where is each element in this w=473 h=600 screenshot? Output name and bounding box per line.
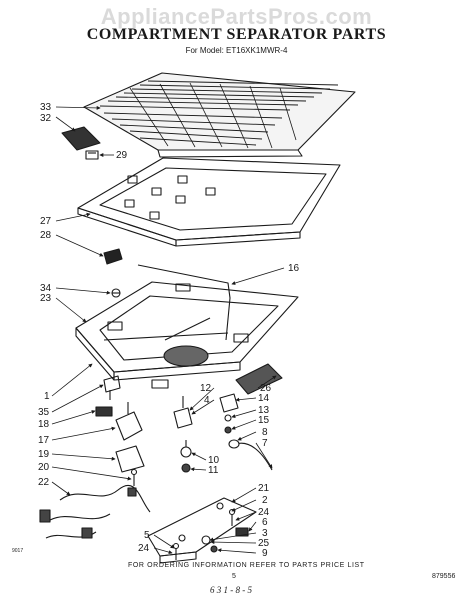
- callout-6: 6: [262, 517, 268, 528]
- part-18-switch: [95, 406, 113, 417]
- figure-code: 9017: [12, 548, 24, 554]
- part-14-light-socket: [219, 393, 239, 413]
- callout-3: 3: [262, 528, 268, 539]
- callout-29: 29: [116, 150, 128, 161]
- part-17-housing: [115, 402, 143, 441]
- callout-2: 2: [262, 495, 268, 506]
- callout-26: 26: [260, 383, 272, 394]
- callout-14: 14: [258, 393, 270, 404]
- part-9-nut: [210, 545, 218, 553]
- part-24-screw: [172, 542, 180, 560]
- date-mark: 6 3 1 - 8 - 5: [210, 585, 252, 595]
- part-23-separator-pan: [75, 281, 299, 389]
- part-22-wire-harness: [39, 484, 151, 539]
- callout-13: 13: [258, 405, 270, 416]
- callout-28: 28: [40, 230, 52, 241]
- callout-12: 12: [200, 383, 212, 394]
- callout-22: 22: [38, 477, 50, 488]
- part-19-control: [115, 445, 145, 473]
- callout-11: 11: [208, 465, 219, 476]
- callout-33: 33: [40, 102, 52, 113]
- part-6-connector: [235, 527, 249, 537]
- callout-8: 8: [262, 427, 268, 438]
- callout-24-lower: 24: [138, 543, 150, 554]
- part-29-clip: [85, 150, 99, 160]
- callout-34: 34: [40, 283, 52, 294]
- part-25-washer: [201, 535, 211, 545]
- callout-18: 18: [38, 419, 50, 430]
- callout-35: 35: [38, 407, 50, 418]
- part-24-screw-side: [228, 508, 236, 526]
- part-10-sensor: [180, 440, 192, 458]
- callout-20: 20: [38, 462, 50, 473]
- callout-23: 23: [40, 293, 52, 304]
- watermark-text: AppliancePartsPros.com: [100, 4, 373, 29]
- callout-10: 10: [208, 455, 220, 466]
- part-16-rod: [137, 264, 231, 341]
- callout-32: 32: [40, 113, 52, 124]
- callout-17: 17: [38, 435, 50, 446]
- part-34-screw: [111, 288, 121, 298]
- callout-19: 19: [38, 449, 50, 460]
- part-26-damper: [235, 363, 283, 395]
- callout-9: 9: [262, 548, 268, 559]
- part-27-separator-frame: [77, 157, 341, 247]
- part-11-grommet: [181, 463, 191, 473]
- callout-1: 1: [44, 391, 50, 402]
- callout-24-upper: 24: [258, 507, 270, 518]
- callout-5: 5: [144, 530, 150, 541]
- page-number: 5: [232, 573, 236, 580]
- callout-25: 25: [258, 538, 270, 549]
- part-33-grille-cover: [83, 72, 356, 158]
- callout-4: 4: [204, 395, 210, 406]
- callout-15: 15: [258, 415, 270, 426]
- callout-7: 7: [262, 438, 268, 449]
- model-subtitle: For Model: ET16XK1MWR-4: [185, 46, 288, 55]
- page-title: COMPARTMENT SEPARATOR PARTS: [86, 26, 387, 43]
- part-21-lower-bracket: [147, 497, 257, 564]
- part-code: 879556: [432, 573, 456, 580]
- part-35-bracket: [103, 375, 121, 400]
- ordering-note: FOR ORDERING INFORMATION REFER TO PARTS …: [128, 562, 365, 569]
- callout-16: 16: [288, 263, 300, 274]
- callout-21: 21: [258, 483, 270, 494]
- callout-27: 27: [40, 216, 52, 227]
- leader-lines: [51, 105, 285, 555]
- part-13-bulb: [224, 414, 232, 422]
- part-15-spring: [224, 426, 232, 434]
- part-20-screw: [130, 468, 138, 486]
- part-4-thermostat: [173, 396, 193, 429]
- part-28-block: [103, 248, 123, 265]
- part-32-label-card: [61, 126, 101, 151]
